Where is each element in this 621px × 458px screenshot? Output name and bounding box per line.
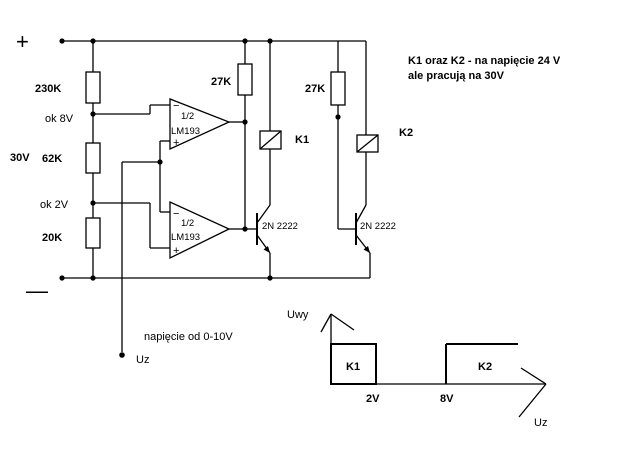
opamp-1-name: LM193 — [171, 126, 200, 137]
output-stage-1 — [237, 41, 282, 278]
output-stage-2 — [330, 41, 379, 278]
minus-terminal-symbol: — — [26, 278, 48, 303]
junction-dot — [242, 119, 248, 125]
opamp-2-minus: − — [173, 208, 179, 220]
transistor-1-label: 2N 2222 — [262, 221, 298, 232]
junction-dot — [157, 159, 163, 165]
input-wiring — [121, 141, 161, 352]
minus-terminal-node — [59, 275, 65, 281]
plus-terminal-symbol: + — [16, 29, 29, 54]
opamp-2-part: 1/2 — [181, 218, 194, 229]
relay-k1-label: K1 — [295, 134, 309, 146]
input-terminal-label: Uz — [136, 354, 149, 366]
resistor-27k-1 — [237, 63, 253, 96]
k1-on-region — [330, 343, 377, 385]
resistor-27k-1-label: 27K — [211, 76, 231, 88]
note-line-1: K1 oraz K2 - na napięcie 24 V — [408, 55, 561, 67]
junction-dot — [335, 114, 341, 120]
resistor-230k-label: 230K — [35, 83, 61, 95]
supply-voltage-label: 30V — [10, 152, 30, 164]
resistor-62k-label: 62K — [42, 153, 62, 165]
junction-dot — [267, 38, 273, 44]
junction-dot — [267, 275, 273, 281]
opamp-1-minus: − — [173, 100, 179, 112]
junction-dot — [90, 275, 96, 281]
resistor-230k — [85, 71, 101, 104]
plus-terminal-node — [59, 38, 65, 44]
opamp-2-name: LM193 — [171, 232, 200, 243]
input-range-label: napięcie od 0-10V — [144, 331, 233, 343]
opamp-2 — [93, 200, 245, 260]
opamp-1-plus: + — [173, 137, 179, 149]
junction-dot — [90, 38, 96, 44]
node-8v-label: ok 8V — [45, 113, 74, 125]
resistor-27k-2 — [330, 71, 346, 106]
junction-dot — [242, 226, 248, 232]
resistor-20k — [85, 217, 101, 249]
graph-tick-8v: 8V — [440, 393, 454, 405]
resistor-27k-2-label: 27K — [305, 83, 325, 95]
opamp-1-part: 1/2 — [181, 111, 194, 122]
resistor-20k-label: 20K — [42, 232, 62, 244]
opamp-2-plus: + — [173, 245, 179, 257]
switching-graph — [320, 313, 547, 418]
note-line-2: ale pracują na 30V — [408, 70, 505, 82]
transistor-2-label: 2N 2222 — [360, 221, 396, 232]
opamp-1 — [93, 98, 245, 151]
graph-y-label: Uwy — [287, 309, 309, 321]
relay-k2-label: K2 — [399, 127, 413, 139]
junction-dot — [242, 38, 248, 44]
graph-tick-2v: 2V — [366, 393, 380, 405]
graph-k2-label: K2 — [478, 361, 492, 373]
input-terminal-node — [119, 352, 125, 358]
graph-k1-label: K1 — [346, 361, 360, 373]
node-2v-label: ok 2V — [40, 199, 69, 211]
voltage-divider — [85, 41, 101, 278]
graph-x-label: Uz — [534, 417, 547, 429]
relay-k2-coil — [356, 134, 379, 153]
resistor-62k — [85, 142, 101, 174]
